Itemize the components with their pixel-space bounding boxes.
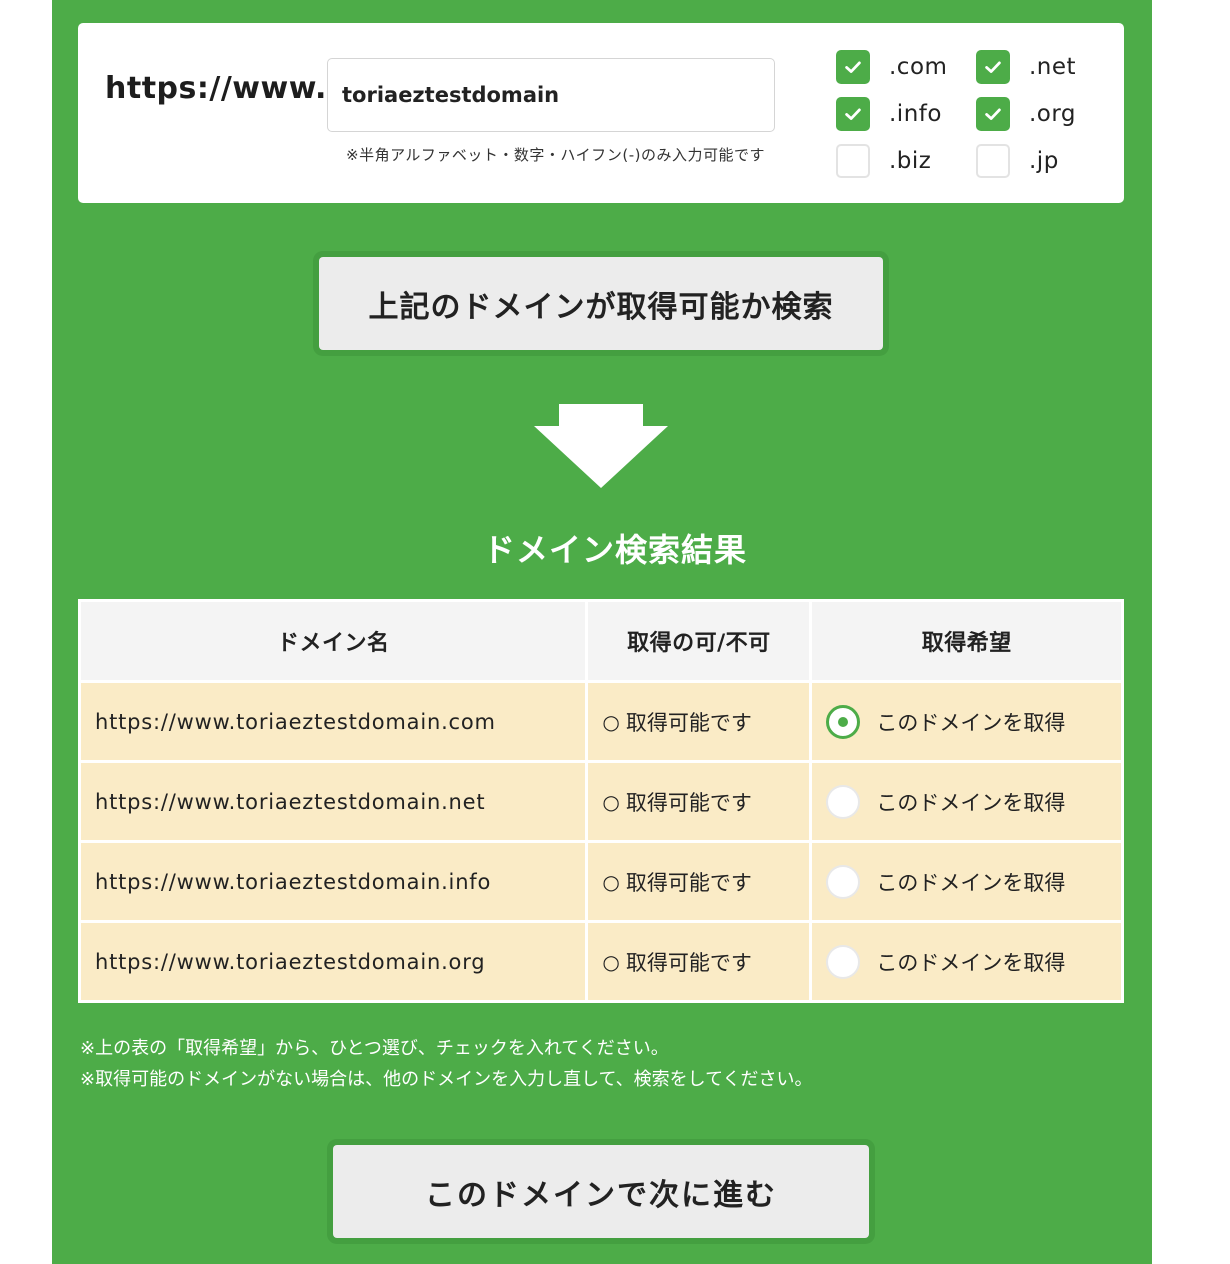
domain-input[interactable] bbox=[327, 58, 775, 132]
results-title: ドメイン検索結果 bbox=[482, 531, 747, 569]
check-icon bbox=[985, 61, 1001, 73]
available-circle-icon: ○ bbox=[602, 789, 620, 814]
tld-option-info[interactable]: .info bbox=[836, 95, 942, 133]
available-circle-icon: ○ bbox=[602, 949, 620, 974]
tld-label: .org bbox=[1029, 101, 1077, 127]
availability-text: 取得可能です bbox=[625, 950, 752, 975]
url-prefix-label: https://www. bbox=[105, 71, 327, 106]
header-availability: 取得の可/不可 bbox=[585, 599, 813, 683]
search-button[interactable]: 上記のドメインが取得可能か検索 bbox=[319, 257, 883, 350]
availability-text: 取得可能です bbox=[625, 710, 752, 735]
checkbox-org[interactable] bbox=[976, 97, 1010, 131]
tld-label: .net bbox=[1029, 54, 1077, 80]
tld-option-net[interactable]: .net bbox=[976, 48, 1076, 86]
select-label[interactable]: このドメインを取得 bbox=[876, 870, 1066, 895]
checkbox-biz[interactable] bbox=[836, 144, 870, 178]
select-radio[interactable] bbox=[826, 944, 861, 979]
check-icon bbox=[845, 108, 861, 120]
select-radio[interactable] bbox=[826, 704, 861, 739]
selection-cell[interactable]: このドメインを取得 bbox=[809, 680, 1124, 763]
domain-cell: https://www.toriaeztestdomain.com bbox=[77, 680, 589, 763]
availability-cell: ○取得可能です bbox=[585, 760, 813, 843]
available-circle-icon: ○ bbox=[602, 709, 620, 734]
check-icon bbox=[985, 108, 1001, 120]
table-row: https://www.toriaeztestdomain.org ○取得可能で… bbox=[77, 920, 1124, 1003]
select-label[interactable]: このドメインを取得 bbox=[876, 790, 1066, 815]
header-selection: 取得希望 bbox=[809, 599, 1124, 683]
select-radio[interactable] bbox=[826, 864, 861, 899]
domain-cell: https://www.toriaeztestdomain.net bbox=[77, 760, 589, 843]
availability-text: 取得可能です bbox=[625, 870, 752, 895]
tld-label: .info bbox=[889, 101, 942, 127]
selection-cell[interactable]: このドメインを取得 bbox=[809, 760, 1124, 843]
available-circle-icon: ○ bbox=[602, 869, 620, 894]
instructions-notes: ※上の表の「取得希望」から、ひとつ選び、チェックを入れてください。 ※取得可能の… bbox=[80, 1033, 813, 1095]
next-step-button[interactable]: このドメインで次に進む bbox=[333, 1145, 869, 1238]
tld-label: .jp bbox=[1029, 148, 1059, 174]
select-label[interactable]: このドメインを取得 bbox=[876, 950, 1066, 975]
domain-cell: https://www.toriaeztestdomain.info bbox=[77, 840, 589, 923]
checkbox-info[interactable] bbox=[836, 97, 870, 131]
header-domain-name: ドメイン名 bbox=[77, 599, 589, 683]
input-note: ※半角アルファベット・数字・ハイフン(-)のみ入力可能です bbox=[346, 146, 766, 164]
checkbox-jp[interactable] bbox=[976, 144, 1010, 178]
select-radio[interactable] bbox=[826, 784, 861, 819]
availability-cell: ○取得可能です bbox=[585, 840, 813, 923]
checkbox-com[interactable] bbox=[836, 50, 870, 84]
selection-cell[interactable]: このドメインを取得 bbox=[809, 840, 1124, 923]
tld-option-org[interactable]: .org bbox=[976, 95, 1076, 133]
table-row: https://www.toriaeztestdomain.com ○取得可能で… bbox=[77, 680, 1124, 763]
check-icon bbox=[845, 61, 861, 73]
domain-search-card: https://www. ※半角アルファベット・数字・ハイフン(-)のみ入力可能… bbox=[78, 23, 1124, 203]
note-line: ※取得可能のドメインがない場合は、他のドメインを入力し直して、検索をしてください… bbox=[80, 1069, 813, 1090]
note-line: ※上の表の「取得希望」から、ひとつ選び、チェックを入れてください。 bbox=[80, 1038, 669, 1059]
arrow-down-icon bbox=[534, 404, 668, 488]
availability-cell: ○取得可能です bbox=[585, 680, 813, 763]
selection-cell[interactable]: このドメインを取得 bbox=[809, 920, 1124, 1003]
results-table: ドメイン名 取得の可/不可 取得希望 https://www.toriaezte… bbox=[77, 599, 1124, 1003]
tld-label: .com bbox=[889, 54, 948, 80]
domain-cell: https://www.toriaeztestdomain.org bbox=[77, 920, 589, 1003]
availability-text: 取得可能です bbox=[625, 790, 752, 815]
tld-label: .biz bbox=[889, 148, 932, 174]
select-label[interactable]: このドメインを取得 bbox=[876, 710, 1066, 735]
table-row: https://www.toriaeztestdomain.info ○取得可能… bbox=[77, 840, 1124, 923]
table-row: https://www.toriaeztestdomain.net ○取得可能で… bbox=[77, 760, 1124, 843]
checkbox-net[interactable] bbox=[976, 50, 1010, 84]
tld-option-com[interactable]: .com bbox=[836, 48, 947, 86]
tld-option-biz[interactable]: .biz bbox=[836, 142, 931, 180]
tld-option-jp[interactable]: .jp bbox=[976, 142, 1059, 180]
availability-cell: ○取得可能です bbox=[585, 920, 813, 1003]
